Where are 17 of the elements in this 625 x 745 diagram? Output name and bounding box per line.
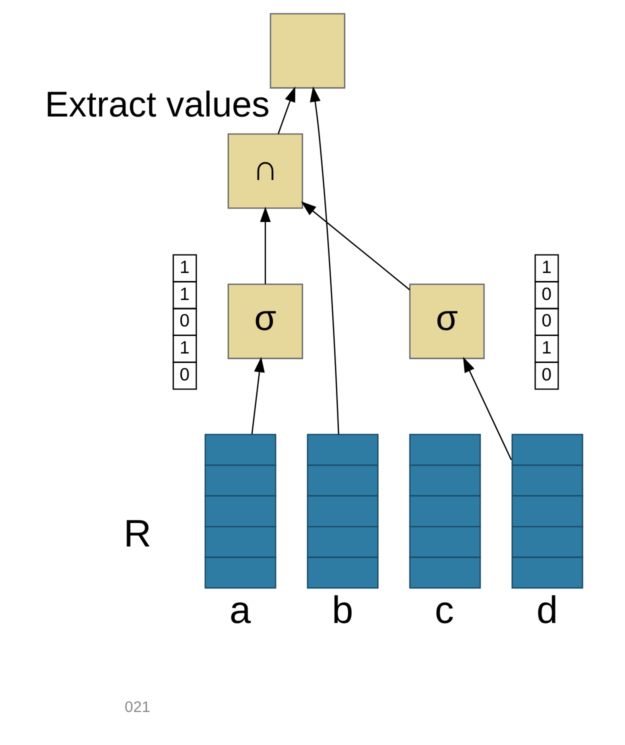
label: 1 bbox=[541, 338, 552, 358]
node-label: c bbox=[434, 589, 454, 632]
label: 1 bbox=[541, 257, 552, 278]
label: 0 bbox=[541, 310, 552, 331]
label: 021 bbox=[124, 699, 150, 716]
node-label: Extract values bbox=[44, 84, 270, 125]
node-label: b bbox=[331, 589, 353, 632]
label: 1 bbox=[179, 338, 190, 358]
label: R bbox=[123, 512, 151, 556]
label: 1 bbox=[179, 257, 190, 278]
label: 1 bbox=[179, 284, 190, 304]
label: 0 bbox=[541, 284, 552, 304]
node-label: d bbox=[536, 589, 558, 632]
node-label: a bbox=[229, 589, 250, 632]
label: 0 bbox=[179, 364, 190, 384]
label: 0 bbox=[179, 310, 190, 331]
label: 0 bbox=[541, 364, 552, 384]
